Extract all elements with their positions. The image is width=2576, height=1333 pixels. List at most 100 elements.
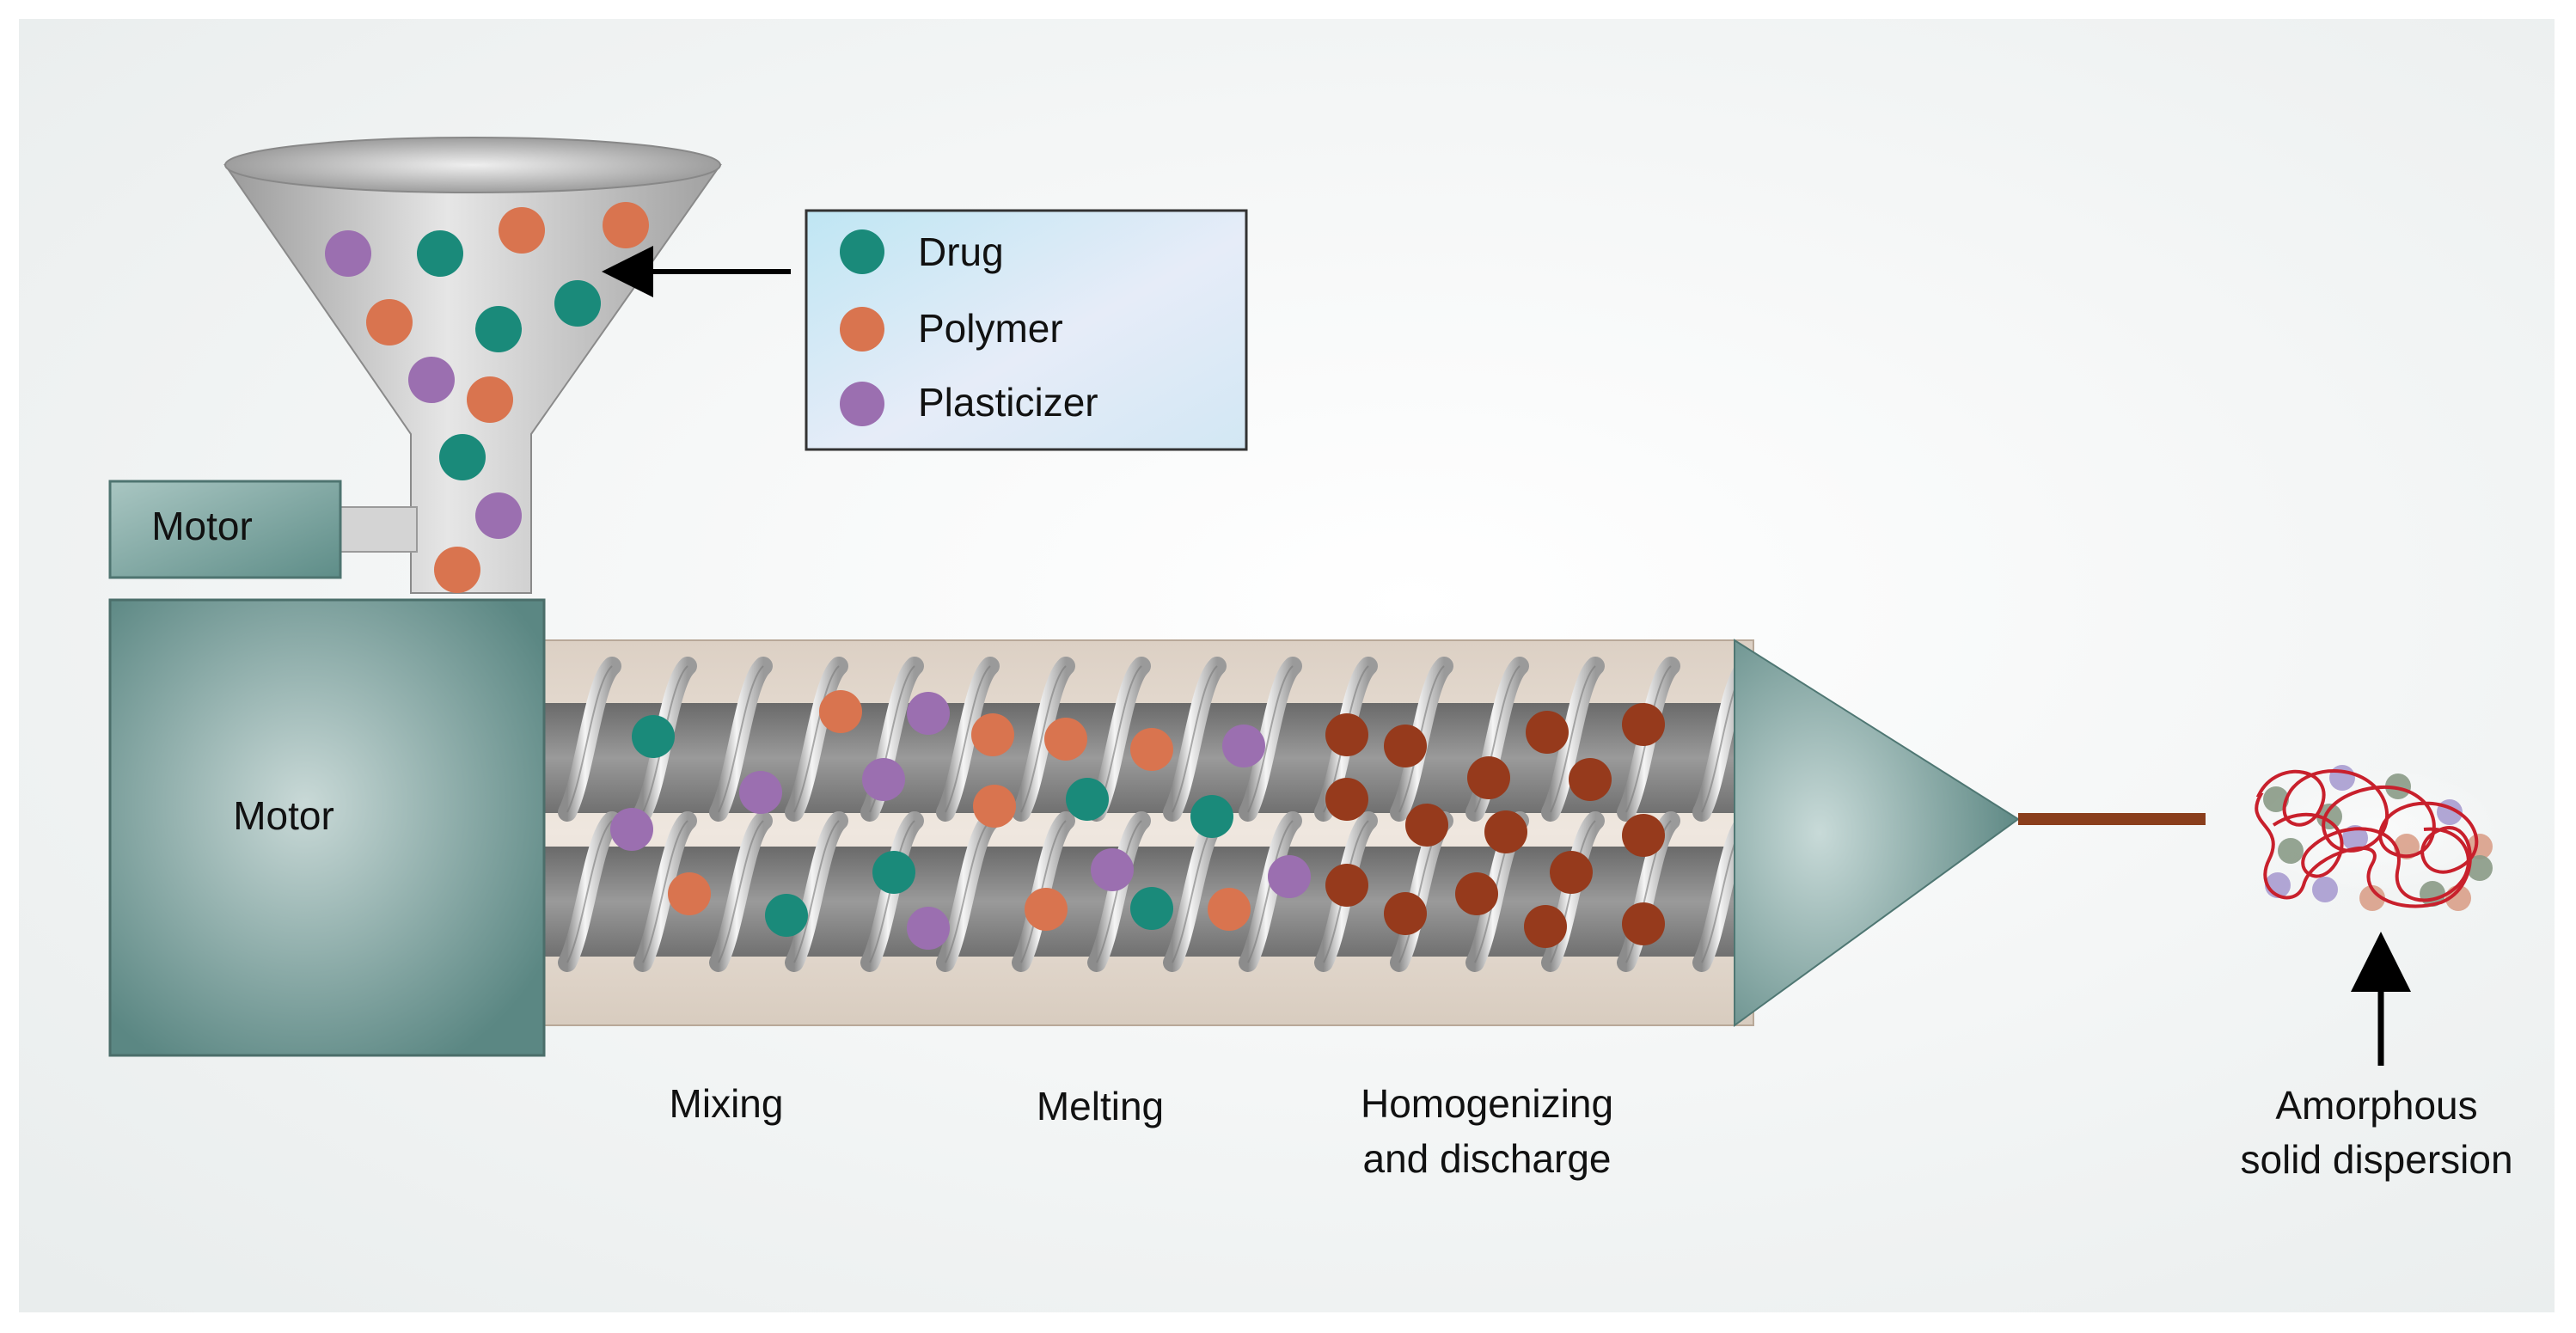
barrel-particle-melt (1550, 851, 1593, 894)
barrel-particle-drug (1066, 778, 1109, 821)
stage-label-mixing: Mixing (670, 1081, 784, 1126)
barrel-particle-polymer (1130, 728, 1173, 771)
barrel-particle-polymer (668, 872, 711, 915)
barrel-particle-polymer (973, 785, 1016, 828)
screw-flight-edge (1020, 820, 1067, 963)
screw-flight-edge (793, 665, 840, 813)
barrel-particle-drug (1130, 887, 1173, 930)
legend-label-drug: Drug (918, 229, 1004, 274)
screw-flight-edge (1172, 665, 1218, 813)
barrel-particle-polymer (971, 713, 1014, 756)
barrel-particle-polymer (1044, 718, 1087, 761)
hopper-particle-drug (439, 434, 486, 480)
barrel-particle-melt (1569, 758, 1612, 801)
output-label-line1: Amorphous (2275, 1083, 2477, 1128)
barrel-particle-melt (1384, 892, 1427, 935)
barrel-particle-plasticizer (907, 907, 950, 950)
barrel-particle-plasticizer (907, 692, 950, 735)
hopper-particle-polymer (603, 202, 649, 248)
hopper-rim (224, 137, 721, 193)
output-label-line2: solid dispersion (2240, 1137, 2512, 1182)
barrel-particle-plasticizer (739, 771, 782, 814)
barrel-particle-melt (1526, 711, 1569, 754)
hopper-particle-polymer (366, 299, 413, 345)
barrel-particles (610, 690, 1665, 950)
barrel-particle-melt (1622, 703, 1665, 746)
tangle-curve (2272, 812, 2470, 902)
amorphous-solid-dispersion-graphic (2248, 765, 2506, 1066)
screw-flight-edge (1020, 665, 1067, 813)
legend-label-polymer: Polymer (918, 306, 1063, 351)
barrel-particle-melt (1384, 725, 1427, 767)
hopper-particle-plasticizer (475, 492, 522, 539)
tangle-particle (2359, 885, 2385, 911)
barrel-particle-polymer (1025, 888, 1068, 931)
barrel-particle-melt (1524, 905, 1567, 948)
legend-swatch-plasticizer (840, 382, 884, 426)
tangle-particle (2278, 838, 2304, 864)
barrel-particle-plasticizer (610, 808, 653, 851)
extruder-die (1734, 639, 2206, 1027)
screw-flight-edge (793, 820, 840, 963)
screw-flight-edge (1625, 820, 1672, 963)
motor-coupling (339, 506, 418, 553)
stage-label-homogenizing: Homogenizing (1361, 1081, 1613, 1126)
barrel-particle-drug (765, 894, 808, 937)
tangle-particle (2342, 825, 2368, 851)
main-motor-label: Motor (233, 793, 334, 838)
small-motor-label: Motor (151, 504, 253, 548)
hopper-particle-polymer (499, 207, 545, 254)
screw-flight-edge (1550, 665, 1596, 813)
tangle-particle (2385, 774, 2411, 799)
barrel-particle-plasticizer (1091, 848, 1134, 891)
hopper-particle-polymer (467, 376, 513, 423)
extrudate-strand (2018, 813, 2206, 825)
barrel-particle-melt (1484, 810, 1527, 853)
legend-swatch-drug (840, 229, 884, 274)
barrel-particle-melt (1405, 804, 1448, 847)
tangle-particle (2312, 877, 2338, 902)
barrel-particle-polymer (1208, 888, 1251, 931)
barrel-particle-melt (1622, 902, 1665, 945)
screw-flight-edge (718, 820, 764, 963)
barrel-particle-plasticizer (1268, 855, 1311, 898)
screw-flight-edge (1247, 665, 1294, 813)
barrel-particle-drug (632, 715, 675, 758)
screw-flight-edge (718, 665, 764, 813)
extruder-barrel (539, 639, 1756, 1026)
tangle-particle (2394, 834, 2420, 859)
tangle-particle (2329, 765, 2355, 791)
barrel-particle-plasticizer (1222, 725, 1265, 767)
hopper-particle-polymer (434, 547, 480, 593)
barrel-particle-melt (1622, 814, 1665, 857)
screw-flight-edge (642, 820, 688, 963)
tangle-curve (2255, 769, 2479, 908)
barrel-particle-plasticizer (862, 758, 905, 801)
barrel-particle-drug (1190, 795, 1233, 838)
small-motor: Motor (108, 480, 418, 579)
hopper-particle-plasticizer (325, 230, 371, 277)
hopper-particle-plasticizer (408, 357, 455, 403)
hopper (223, 137, 722, 594)
legend: Drug Polymer Plasticizer (602, 209, 1248, 451)
barrel-particle-polymer (819, 690, 862, 733)
legend-swatch-polymer (840, 307, 884, 352)
barrel-particle-melt (1325, 778, 1368, 821)
tangle-particle (2263, 786, 2289, 812)
legend-label-plasticizer: Plasticizer (918, 380, 1098, 425)
hopper-particle-drug (475, 306, 522, 352)
hopper-particle-drug (417, 230, 463, 277)
barrel-particle-melt (1455, 872, 1498, 915)
main-motor: Motor (108, 598, 546, 1057)
screw-flight-edge (945, 820, 991, 963)
barrel-particle-melt (1325, 713, 1368, 756)
stage-label-discharge: and discharge (1363, 1136, 1612, 1181)
screw-flight-edge (566, 820, 613, 963)
screw-flight-edge (566, 665, 613, 813)
barrel-particle-melt (1467, 756, 1510, 799)
barrel-particle-drug (872, 851, 915, 894)
screw-flight-edge (945, 665, 991, 813)
tangle-particle (2467, 855, 2493, 881)
barrel-particle-melt (1325, 864, 1368, 907)
